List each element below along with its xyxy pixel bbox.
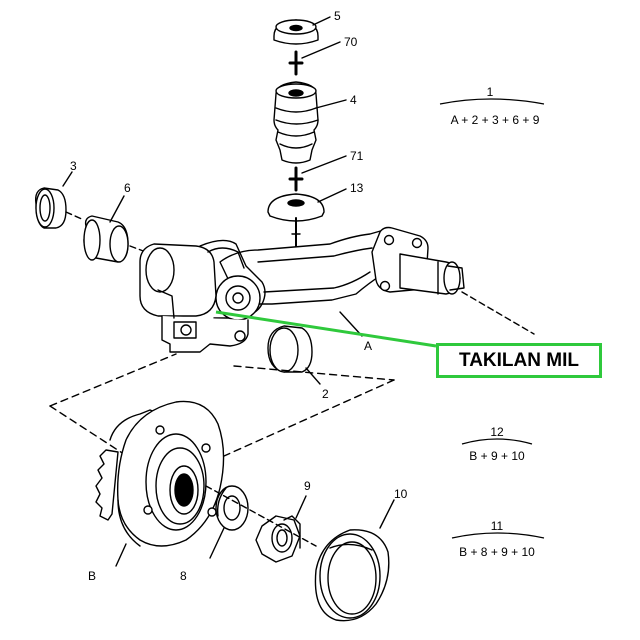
callout-box: TAKILAN MIL [436,343,602,378]
label-part-5: 5 [334,9,341,23]
label-part-8: 8 [180,569,187,583]
part-5-cap [273,19,319,45]
label-part-A: A [364,339,372,353]
label-part-70: 70 [344,35,358,49]
part-71-nut [288,166,304,192]
callout-leader [215,310,437,348]
formula-text: B + 9 + 10 [469,449,525,463]
label-part-B: B [88,569,96,583]
formula-number: 12 [490,425,504,439]
part-B-hub-drum [95,400,225,547]
part-70-nut [288,50,304,76]
part-2-cap [267,325,313,373]
label-part-4: 4 [350,93,357,107]
part-6-bushing [83,215,129,263]
formula-number: 11 [491,519,504,533]
label-part-6: 6 [124,181,131,195]
formula-group-12: 12 B + 9 + 10 [461,425,533,463]
part-A-trailing-arm [139,226,465,353]
part-10-dust-cap [314,529,390,622]
label-part-2: 2 [322,387,329,401]
label-part-3: 3 [70,159,77,173]
part-4-bump-stop [273,81,319,164]
formula-number: 1 [487,85,494,99]
part-8-washer [215,485,249,531]
formula-text: B + 8 + 9 + 10 [459,545,535,559]
formula-text: A + 2 + 3 + 6 + 9 [451,113,540,127]
label-part-71: 71 [350,149,364,163]
label-part-10: 10 [394,487,408,501]
label-part-9: 9 [304,479,311,493]
formula-group-1: 1 A + 2 + 3 + 6 + 9 [439,85,545,127]
part-3-cap [34,187,67,229]
part-13-seat [267,193,325,249]
hub-assembly-dashed-box [49,353,395,459]
formula-group-11: 11 B + 8 + 9 + 10 [451,519,545,559]
callout-label: TAKILAN MIL [459,349,579,371]
part-9-nut [255,515,301,563]
label-part-13: 13 [350,181,364,195]
